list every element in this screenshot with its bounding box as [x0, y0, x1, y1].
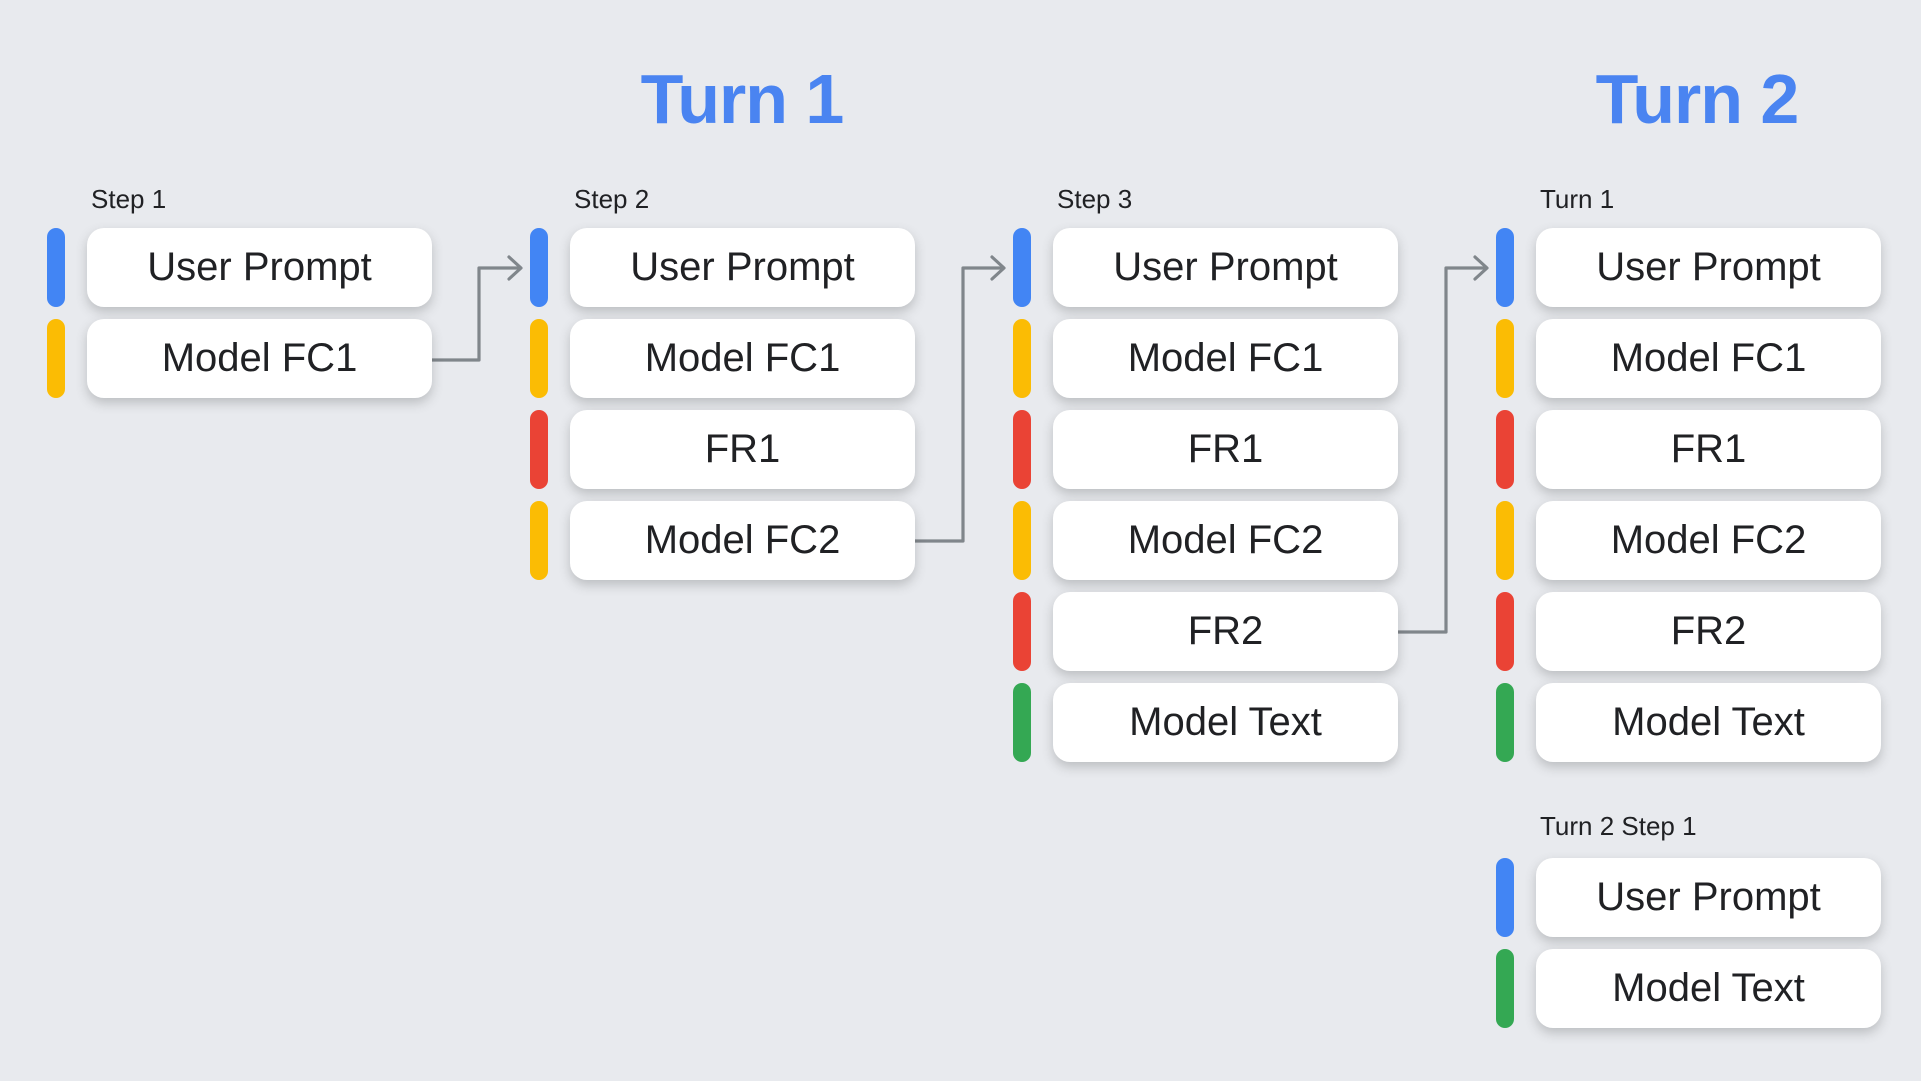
- card-label: User Prompt: [1113, 245, 1338, 289]
- card-row: Model Text: [1496, 683, 1881, 762]
- card-row: Model FC1: [1496, 319, 1881, 398]
- card-row: Model FC1: [1013, 319, 1398, 398]
- card-label: Model Text: [1612, 700, 1805, 744]
- card-model-fc1: Model FC1: [1536, 319, 1881, 398]
- pill-fr1: [1013, 410, 1031, 489]
- pill-user-prompt: [1496, 858, 1514, 937]
- card-label: Model FC2: [1127, 518, 1324, 562]
- card-fr2: FR2: [1053, 592, 1398, 671]
- pill-model-fc1: [530, 319, 548, 398]
- card-row: Model FC2: [1496, 501, 1881, 580]
- column-step-3: Step 3 User Prompt Model FC1 FR1 Model F…: [1013, 185, 1398, 774]
- arrow-step3-to-turn1: [1396, 255, 1489, 634]
- card-user-prompt: User Prompt: [1536, 858, 1881, 937]
- card-user-prompt: User Prompt: [1536, 228, 1881, 307]
- card-row: FR1: [1013, 410, 1398, 489]
- card-row: User Prompt: [1013, 228, 1398, 307]
- card-model-fc2: Model FC2: [1536, 501, 1881, 580]
- arrowhead-icon: [1473, 255, 1489, 281]
- pill-fr2: [1496, 592, 1514, 671]
- card-label: User Prompt: [1596, 245, 1821, 289]
- card-label: Model Text: [1129, 700, 1322, 744]
- card-label: Model FC1: [1127, 336, 1324, 380]
- card-label: FR1: [1670, 427, 1747, 471]
- column-label: Turn 1: [1540, 184, 1615, 214]
- pill-model-text: [1496, 683, 1514, 762]
- card-label: User Prompt: [630, 245, 855, 289]
- card-fr2: FR2: [1536, 592, 1881, 671]
- pill-model-fc2: [530, 501, 548, 580]
- card-row: User Prompt: [1496, 858, 1881, 937]
- card-label: Model FC2: [1610, 518, 1807, 562]
- card-row: User Prompt: [1496, 228, 1881, 307]
- pill-fr1: [530, 410, 548, 489]
- card-label: Model FC1: [644, 336, 841, 380]
- pill-model-fc1: [47, 319, 65, 398]
- pill-model-fc1: [1013, 319, 1031, 398]
- card-row: Model FC2: [1013, 501, 1398, 580]
- arrow-step1-to-step2: [430, 255, 523, 362]
- card-row: Model FC1: [47, 319, 432, 398]
- card-fr1: FR1: [1536, 410, 1881, 489]
- card-row: FR2: [1013, 592, 1398, 671]
- card-row: FR1: [1496, 410, 1881, 489]
- pill-fr1: [1496, 410, 1514, 489]
- pill-user-prompt: [1013, 228, 1031, 307]
- card-label: FR1: [704, 427, 781, 471]
- card-row: Model FC1: [530, 319, 915, 398]
- group-turn-2-step-1: Turn 2 Step 1 User Prompt Model Text: [1496, 812, 1881, 1040]
- column-label: Step 1: [91, 184, 167, 214]
- pill-model-text: [1496, 949, 1514, 1028]
- card-model-fc1: Model FC1: [87, 319, 432, 398]
- card-label: Model FC1: [161, 336, 358, 380]
- column-turn-1-history: Turn 1 User Prompt Model FC1 FR1 Model F…: [1496, 185, 1881, 774]
- card-label: FR2: [1187, 609, 1264, 653]
- arrow-step2-to-step3: [913, 255, 1006, 543]
- card-model-text: Model Text: [1536, 683, 1881, 762]
- pill-model-fc2: [1496, 501, 1514, 580]
- column-step-1: Step 1 User Prompt Model FC1: [47, 185, 432, 410]
- card-row: Model FC2: [530, 501, 915, 580]
- arrowhead-icon: [507, 255, 523, 281]
- card-row: Model Text: [1013, 683, 1398, 762]
- card-label: Model FC1: [1610, 336, 1807, 380]
- card-label: FR2: [1670, 609, 1747, 653]
- pill-user-prompt: [1496, 228, 1514, 307]
- card-row: Model Text: [1496, 949, 1881, 1028]
- card-label: User Prompt: [147, 245, 372, 289]
- column-label: Step 3: [1057, 184, 1133, 214]
- pill-fr2: [1013, 592, 1031, 671]
- pill-model-fc1: [1496, 319, 1514, 398]
- card-label: Model FC2: [644, 518, 841, 562]
- column-label: Turn 2 Step 1: [1540, 811, 1697, 841]
- card-row: User Prompt: [47, 228, 432, 307]
- card-model-fc2: Model FC2: [570, 501, 915, 580]
- card-model-fc1: Model FC1: [1053, 319, 1398, 398]
- turn-1-header: Turn 1: [640, 60, 845, 138]
- card-row: User Prompt: [530, 228, 915, 307]
- column-step-2: Step 2 User Prompt Model FC1 FR1 Model F…: [530, 185, 915, 592]
- arrowhead-icon: [990, 255, 1006, 281]
- card-label: FR1: [1187, 427, 1264, 471]
- column-label: Step 2: [574, 184, 650, 214]
- card-model-text: Model Text: [1053, 683, 1398, 762]
- card-fr1: FR1: [1053, 410, 1398, 489]
- card-label: User Prompt: [1596, 875, 1821, 919]
- turn-2-header: Turn 2: [1595, 60, 1800, 138]
- card-user-prompt: User Prompt: [87, 228, 432, 307]
- card-model-fc2: Model FC2: [1053, 501, 1398, 580]
- card-fr1: FR1: [570, 410, 915, 489]
- card-row: FR2: [1496, 592, 1881, 671]
- card-label: Model Text: [1612, 966, 1805, 1010]
- card-row: FR1: [530, 410, 915, 489]
- card-user-prompt: User Prompt: [1053, 228, 1398, 307]
- pill-model-fc2: [1013, 501, 1031, 580]
- card-model-fc1: Model FC1: [570, 319, 915, 398]
- card-model-text: Model Text: [1536, 949, 1881, 1028]
- card-user-prompt: User Prompt: [570, 228, 915, 307]
- pill-user-prompt: [47, 228, 65, 307]
- pill-model-text: [1013, 683, 1031, 762]
- pill-user-prompt: [530, 228, 548, 307]
